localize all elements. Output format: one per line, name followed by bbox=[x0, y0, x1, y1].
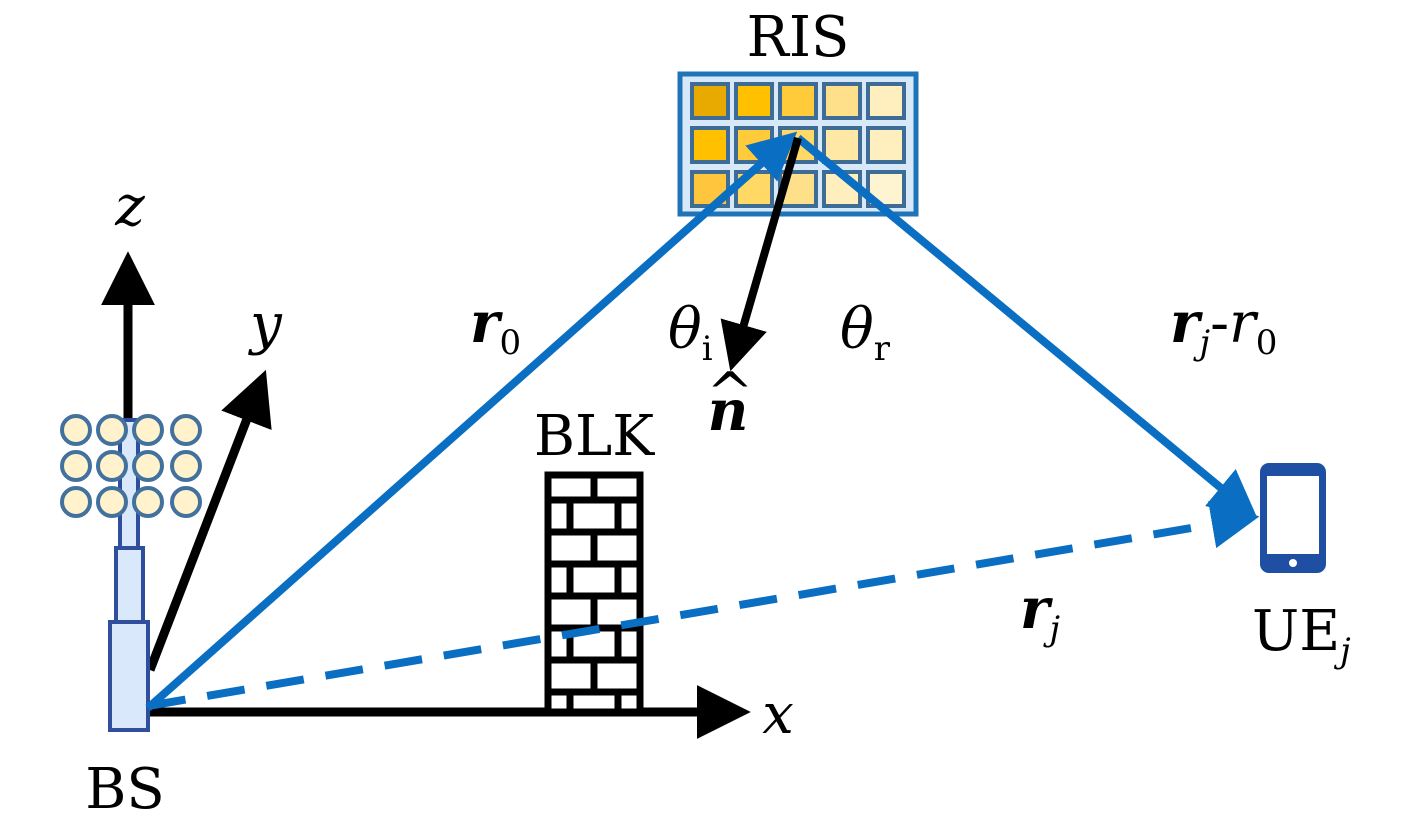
rj-label: rj bbox=[1020, 576, 1061, 649]
antenna-element bbox=[132, 414, 164, 446]
ue-label-main: UE bbox=[1252, 599, 1340, 664]
theta-r-sub: r bbox=[874, 329, 891, 369]
link-bs-ris bbox=[145, 131, 798, 711]
ris-element bbox=[778, 82, 818, 120]
rj-minus-r0-bsub: 0 bbox=[1256, 323, 1278, 363]
links bbox=[145, 131, 1260, 711]
antenna-element bbox=[132, 486, 164, 518]
r0-sub: 0 bbox=[500, 323, 522, 363]
link-bs-ue-direct bbox=[147, 500, 1260, 710]
ris-element bbox=[866, 126, 906, 164]
antenna-element bbox=[170, 414, 202, 446]
antenna-element bbox=[60, 450, 92, 482]
ris-elements bbox=[690, 82, 906, 208]
phone-screen bbox=[1267, 476, 1319, 554]
antenna-element bbox=[96, 450, 128, 482]
antenna-element bbox=[60, 414, 92, 446]
user-equipment bbox=[1260, 463, 1326, 573]
link-ris-ue bbox=[795, 134, 1258, 519]
theta-i-main: θ bbox=[668, 297, 702, 362]
antenna-element bbox=[96, 486, 128, 518]
ue-label: UEj bbox=[1252, 599, 1351, 671]
r0-label: r0 bbox=[470, 290, 521, 363]
theta-i-sub: i bbox=[702, 329, 713, 369]
ris-element bbox=[690, 82, 730, 120]
ris-panel bbox=[677, 71, 919, 217]
x-axis-label: x bbox=[762, 682, 794, 747]
ris-element bbox=[822, 126, 862, 164]
antenna-element bbox=[170, 486, 202, 518]
y-axis bbox=[145, 369, 272, 672]
ris-element bbox=[734, 82, 774, 120]
antenna-element bbox=[96, 414, 128, 446]
rj-minus-r0-a: r bbox=[1170, 290, 1203, 356]
rj-minus-r0-op: - bbox=[1210, 291, 1229, 356]
ris-element bbox=[822, 82, 862, 120]
rj-minus-r0-label: rj-r0 bbox=[1170, 290, 1277, 363]
theta-r-main: θ bbox=[840, 297, 874, 362]
theta-i-label: θi bbox=[668, 297, 713, 369]
antenna-element bbox=[132, 450, 164, 482]
bs-antenna-array bbox=[60, 414, 202, 518]
phone-button bbox=[1289, 559, 1297, 567]
y-axis-label: y bbox=[247, 292, 283, 357]
normal-vector-label: n bbox=[708, 378, 749, 444]
rj-main: r bbox=[1020, 576, 1053, 642]
ris-element bbox=[690, 126, 730, 164]
antenna-element bbox=[60, 486, 92, 518]
ris-normal-vector bbox=[720, 136, 802, 372]
bs-label: BS bbox=[85, 757, 165, 822]
blk-label: BLK bbox=[534, 404, 655, 469]
base-station bbox=[60, 414, 202, 732]
z-axis-label: z bbox=[114, 174, 145, 239]
labels: RIS BLK BS UEj z y x r0 rj rj-r0 θi θr n… bbox=[85, 5, 1351, 822]
antenna-element bbox=[170, 450, 202, 482]
r0-main: r bbox=[470, 290, 503, 356]
ris-element bbox=[866, 82, 906, 120]
ris-label: RIS bbox=[747, 5, 850, 70]
rj-minus-r0-b: r bbox=[1229, 291, 1259, 356]
bs-mast-mid bbox=[114, 546, 145, 625]
blocker-wall bbox=[544, 471, 644, 716]
bs-mast-base bbox=[108, 620, 150, 732]
theta-r-label: θr bbox=[840, 297, 891, 369]
normal-vector-hat: ^ bbox=[707, 361, 754, 426]
